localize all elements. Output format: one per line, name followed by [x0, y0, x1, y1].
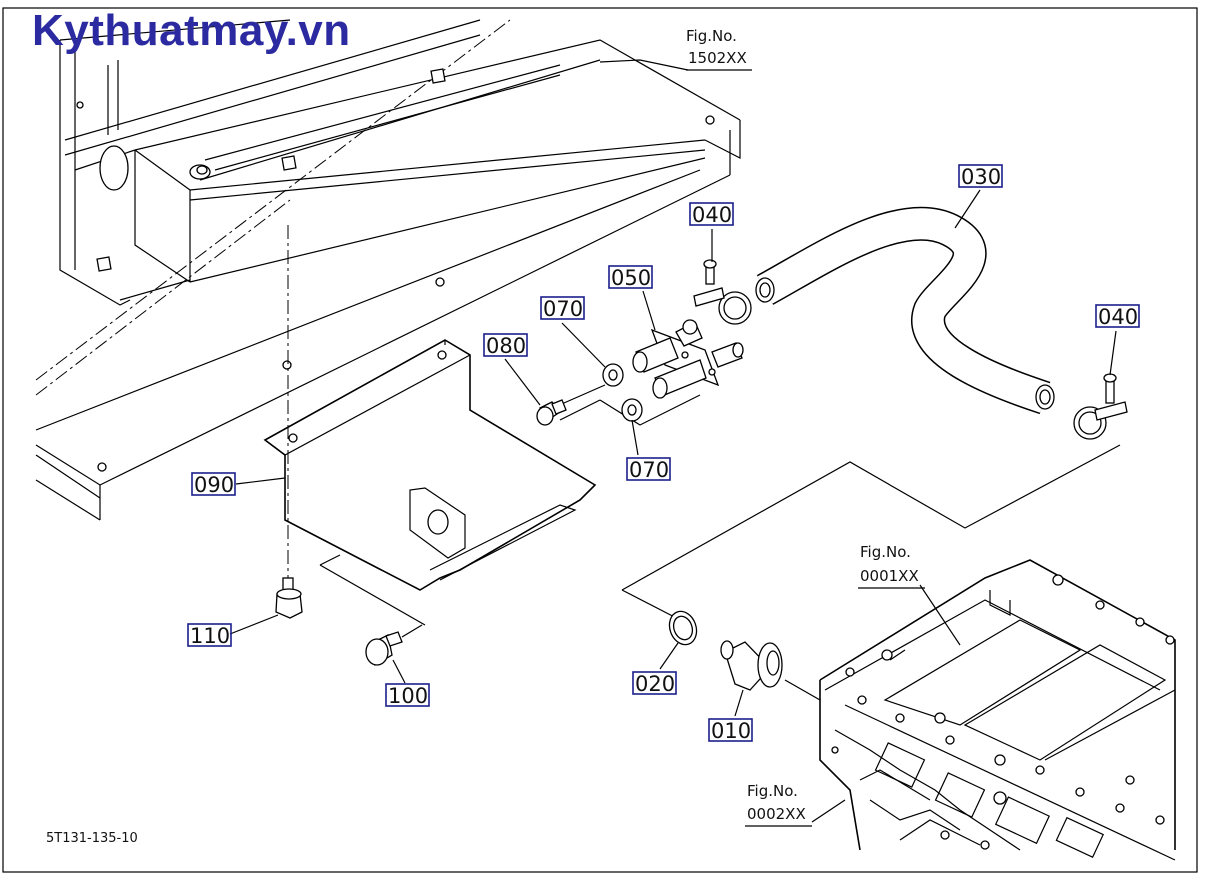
part-number: 090 — [194, 473, 234, 497]
part-label-080: 080 — [483, 333, 528, 358]
drawing-code: 5T131-135-10 — [46, 831, 138, 846]
watermark-logo: Kythuatmay.vn — [32, 6, 351, 55]
bracket-090 — [263, 339, 597, 626]
part-label-100: 100 — [385, 683, 430, 708]
part-number: 070 — [543, 297, 583, 321]
part-number: 040 — [692, 203, 732, 227]
part-number: 050 — [611, 266, 651, 290]
drawing-border — [2, 7, 1198, 873]
fig-ref-1502: Fig.No. 1502XX — [686, 27, 752, 71]
fig-ref-0001: Fig.No. 0001XX — [858, 543, 925, 589]
part-number: 040 — [1098, 305, 1138, 329]
chassis-frame — [35, 19, 741, 521]
part-label-010: 010 — [708, 718, 753, 743]
part-number: 020 — [635, 672, 675, 696]
fig-ref-title: Fig.No. — [686, 27, 737, 45]
fig-ref-number: 1502XX — [688, 49, 747, 67]
engine-block — [819, 559, 1176, 861]
fig-ref-number: 0002XX — [747, 805, 806, 823]
part-number: 100 — [388, 684, 428, 708]
part-label-070-bottom: 070 — [626, 457, 671, 482]
part-number: 110 — [190, 624, 230, 648]
part-label-020: 020 — [632, 671, 677, 696]
joint-assembly — [536, 319, 744, 426]
part-label-040-left: 040 — [689, 202, 734, 227]
assembly-line-030 — [621, 444, 1121, 591]
clamp-040-left — [693, 259, 752, 325]
part-label-070-top: 070 — [540, 296, 585, 321]
part-number: 070 — [629, 458, 669, 482]
plug-100 — [365, 624, 423, 666]
part-label-050: 050 — [608, 265, 653, 290]
part-number: 010 — [711, 719, 751, 743]
fig-ref-title: Fig.No. — [860, 543, 911, 561]
fig-ref-0002: Fig.No. 0002XX — [745, 782, 812, 827]
part-label-110: 110 — [187, 623, 232, 648]
fitting-010 — [720, 640, 821, 701]
hose-030 — [755, 206, 1055, 415]
oring-020 — [668, 610, 698, 646]
part-number: 080 — [486, 334, 526, 358]
leader-lines — [229, 59, 1117, 823]
part-label-040-right: 040 — [1095, 304, 1140, 329]
fig-ref-title: Fig.No. — [747, 782, 798, 800]
part-label-090: 090 — [191, 472, 236, 497]
clamp-040-right — [1073, 373, 1128, 440]
bolt-110 — [275, 577, 303, 619]
part-label-030: 030 — [958, 164, 1003, 189]
part-number: 030 — [961, 165, 1001, 189]
fig-ref-number: 0001XX — [860, 567, 919, 585]
